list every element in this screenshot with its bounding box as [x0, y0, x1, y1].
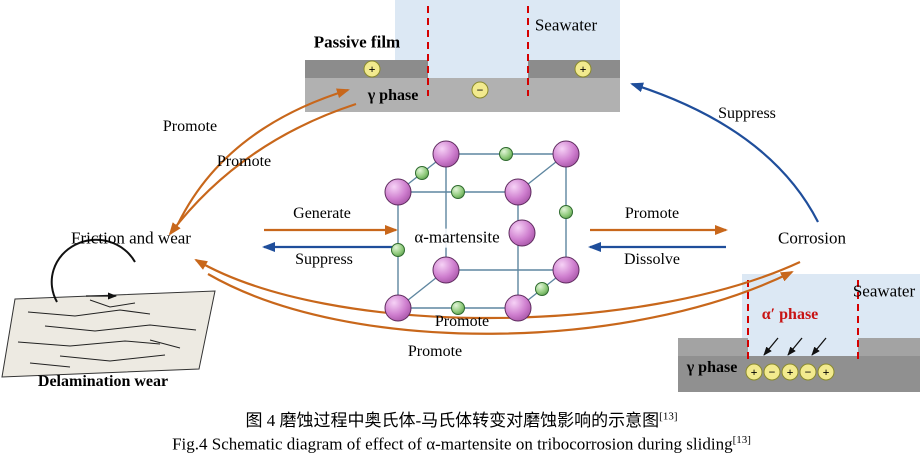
plus-charge-icon: +	[369, 62, 376, 76]
promote-arrow-corrosion-to-friction	[194, 258, 801, 320]
promote-arrow-friction-to-film	[177, 88, 350, 225]
plus-charge-icon: +	[580, 62, 587, 76]
passive-film-label: Passive film	[313, 32, 401, 52]
seawater-bottom-label: Seawater	[852, 281, 916, 301]
caption-english-text: Fig.4 Schematic diagram of effect of α-m…	[172, 434, 733, 454]
minus-charge-icon: −	[769, 365, 776, 379]
crack-lines	[17, 299, 197, 368]
promote-label-top-2: Promote	[216, 153, 272, 171]
plus-charge-icon: +	[823, 365, 830, 379]
plus-charge-icon: +	[787, 365, 794, 379]
charge-symbols-bottom: + − + − +	[745, 363, 835, 381]
relation-arrows	[168, 82, 819, 335]
suppress-arrow-corrosion-to-film	[630, 82, 819, 223]
passive-film-inset: + + −	[305, 0, 620, 112]
alpha-martensite-label: α-martensite	[411, 228, 503, 248]
friction-and-wear-label: Friction and wear	[71, 228, 191, 248]
caption-chinese: 图 4 磨蚀过程中奥氏体-马氏体转变对磨蚀影响的示意图[13]	[0, 406, 923, 431]
red-dashed-boundaries-bottom	[747, 280, 859, 360]
promote-label-under-cube: Promote	[434, 313, 490, 331]
generate-label: Generate	[293, 205, 351, 223]
caption-english: Fig.4 Schematic diagram of effect of α-m…	[0, 434, 923, 455]
martensite-crystal-cube	[384, 140, 580, 322]
suppress-label-top: Suppress	[718, 105, 776, 123]
corrosion-inset: + − + − +	[678, 274, 920, 392]
corrosion-label: Corrosion	[778, 228, 846, 248]
minus-charge-icon: −	[477, 83, 484, 97]
caption-reference: [13]	[732, 434, 751, 446]
minus-charge-icon: −	[805, 365, 812, 379]
promote-label-top-1: Promote	[162, 118, 218, 136]
plus-charge-icon: +	[751, 365, 758, 379]
dissolution-arrows	[763, 337, 827, 356]
delamination-wear-label: Delamination wear	[37, 373, 169, 391]
dissolve-label: Dissolve	[624, 251, 680, 269]
iron-atoms	[384, 140, 580, 322]
promote-arrow-friction-to-corrosion	[207, 271, 794, 335]
charge-symbols-top: + + −	[363, 60, 592, 99]
indenter-curve	[50, 238, 136, 303]
promote-label-bottom: Promote	[407, 343, 463, 361]
seawater-top-label: Seawater	[534, 15, 598, 35]
suppress-label-mid: Suppress	[295, 251, 353, 269]
promote-label-mid: Promote	[624, 205, 680, 223]
red-dashed-boundaries-top	[427, 6, 529, 96]
carbon-atoms	[391, 147, 573, 315]
gamma-phase-bottom-label: γ phase	[686, 359, 738, 377]
gamma-phase-top-label: γ phase	[367, 87, 419, 105]
delamination-wear-sketch	[1, 238, 216, 378]
caption-reference: [13]	[659, 410, 678, 423]
body-center-atom	[508, 219, 536, 247]
promote-arrow-film-to-friction	[168, 102, 357, 236]
caption-chinese-text: 图 4 磨蚀过程中奥氏体-马氏体转变对磨蚀影响的示意图	[245, 411, 660, 430]
alpha-prime-phase-label: α′ phase	[761, 306, 819, 324]
